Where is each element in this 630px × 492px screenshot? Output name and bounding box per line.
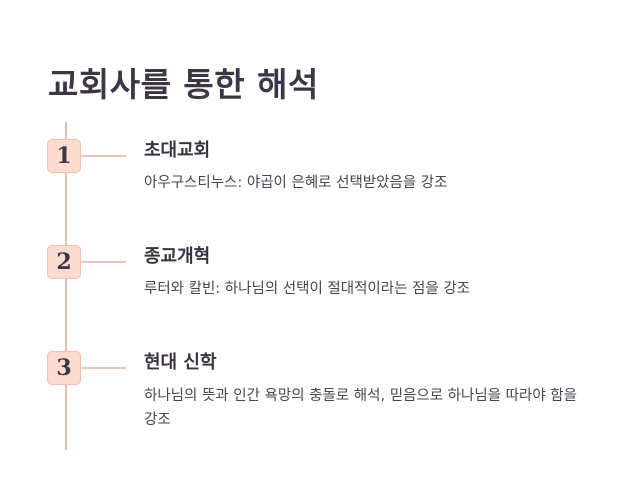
page-title: 교회사를 통한 해석 [48, 65, 319, 104]
step-heading: 현대 신학 [144, 352, 217, 373]
step-description: 루터와 칼빈: 하나님의 선택이 절대적이라는 점을 강조 [144, 281, 471, 297]
step-description: 아우구스티누스: 야곱이 은혜로 선택받았음을 강조 [144, 175, 448, 191]
step-description: 하나님의 뜻과 인간 욕망의 충돌로 해석, 믿음으로 하나님을 따라야 함을 … [144, 388, 577, 428]
step-number-badge: 2 [47, 245, 81, 279]
timeline-line [65, 122, 67, 450]
step-heading: 초대교회 [144, 140, 211, 161]
connector-line [81, 261, 126, 263]
step-heading: 종교개혁 [144, 246, 211, 267]
step-number-badge: 3 [47, 351, 81, 385]
step-number-badge: 1 [47, 139, 81, 173]
connector-line [81, 155, 126, 157]
connector-line [81, 367, 126, 369]
